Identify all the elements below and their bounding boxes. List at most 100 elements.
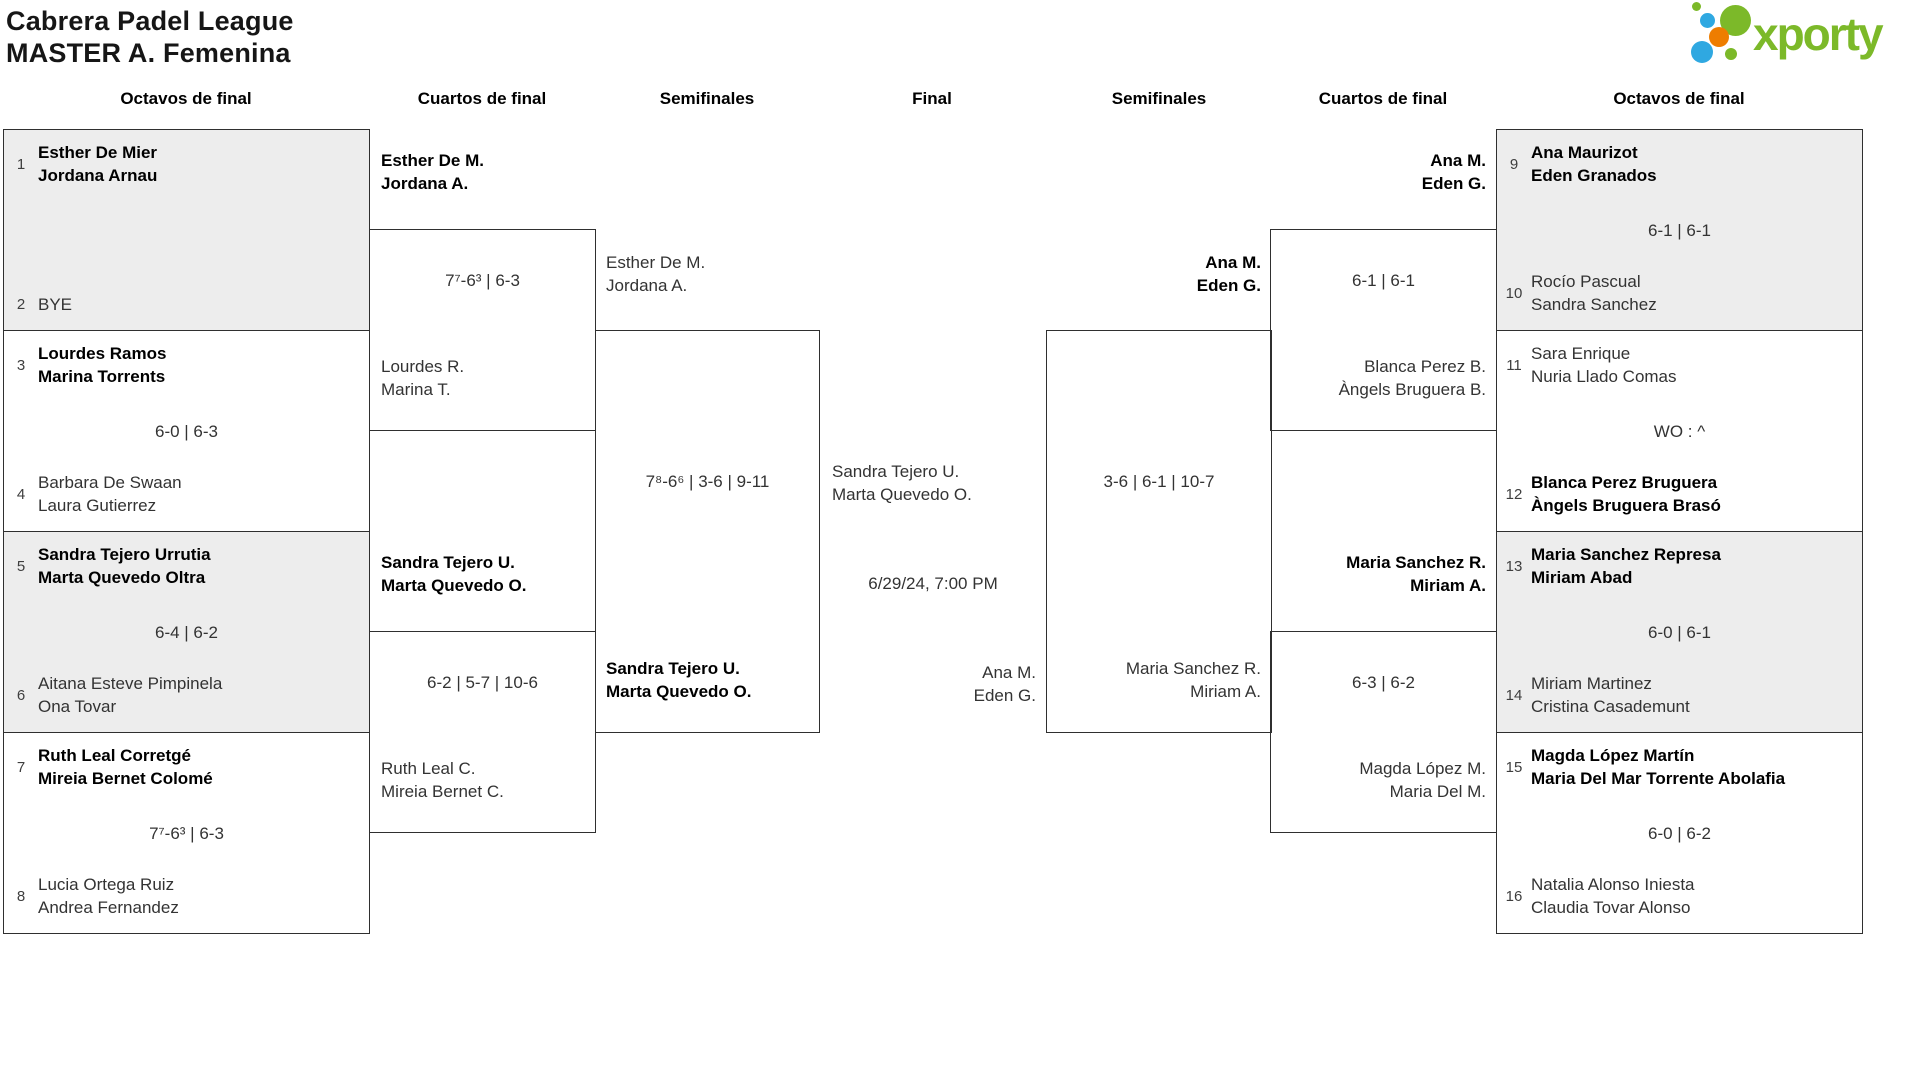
team-entry: Magda López M. Maria Del M. bbox=[1271, 757, 1486, 803]
team-name-line: Blanca Perez Bruguera bbox=[1531, 473, 1718, 492]
match-score: 6-4 | 6-2 bbox=[154, 623, 218, 642]
team-name-line: Lourdes Ramos bbox=[38, 344, 167, 363]
team-entry: Esther De M. Jordana A. bbox=[606, 251, 705, 297]
team-name-line: Andrea Fernandez bbox=[38, 898, 179, 917]
match-score: 3-6 | 6-1 | 10-7 bbox=[1103, 472, 1215, 491]
seed-number: 6 bbox=[16, 686, 26, 704]
logo-dot-orange bbox=[1709, 27, 1729, 47]
seed-number: 9 bbox=[1509, 155, 1519, 173]
seed-number: 10 bbox=[1505, 284, 1523, 302]
team-name-line: Ana M. bbox=[1205, 253, 1261, 272]
tournament-name: Cabrera Padel League bbox=[6, 6, 294, 36]
match-score: 7⁷-6³ | 6-3 bbox=[445, 271, 520, 290]
seed-number: 2 bbox=[16, 296, 26, 313]
team-name-line: Aitana Esteve Pimpinela bbox=[38, 674, 223, 693]
match-box-cuartos-right-1 bbox=[1270, 229, 1497, 431]
round-header-cuartos-left: Cuartos de final bbox=[417, 89, 547, 108]
team-name-line: Esther De Mier bbox=[38, 143, 158, 162]
team-name-line: Sandra Tejero Urrutia bbox=[38, 545, 211, 564]
seed-number: 7 bbox=[16, 758, 26, 776]
team-entry: Esther De M. Jordana A. bbox=[381, 149, 484, 195]
team-entry: Ruth Leal C. Mireia Bernet C. bbox=[381, 757, 504, 803]
team-name-line: Miriam Martinez bbox=[1531, 674, 1652, 693]
team-name-line: Maria Del M. bbox=[1389, 782, 1486, 801]
seed-number: 13 bbox=[1505, 557, 1523, 575]
team-name-line: Marta Quevedo O. bbox=[381, 576, 527, 595]
logo-dot-green-tiny bbox=[1692, 2, 1701, 11]
team-name-line: Mireia Bernet Colomé bbox=[38, 769, 213, 788]
team-name-line: Sandra Tejero U. bbox=[381, 553, 515, 572]
team-name-line: Lucia Ortega Ruiz bbox=[38, 875, 175, 894]
team-name-line: Blanca Perez B. bbox=[1364, 357, 1486, 376]
team-entry: 2 BYE bbox=[10, 293, 363, 316]
team-name-line: Maria Del Mar Torrente Abolafia bbox=[1531, 769, 1786, 788]
team-name-line: Sandra Tejero U. bbox=[832, 462, 960, 481]
seed-number: 8 bbox=[16, 887, 26, 905]
match-score: 6-0 | 6-3 bbox=[154, 422, 218, 441]
team-name-line: Àngels Bruguera Brasó bbox=[1531, 496, 1721, 515]
team-name-line: Magda López M. bbox=[1359, 759, 1486, 778]
round-header-cuartos-right: Cuartos de final bbox=[1318, 89, 1448, 108]
team-name-line: Àngels Bruguera B. bbox=[1338, 380, 1486, 399]
team-name-line: Natalia Alonso Iniesta bbox=[1531, 875, 1695, 894]
team-name-line: Sandra Tejero U. bbox=[606, 659, 740, 678]
team-entry: Lourdes R. Marina T. bbox=[381, 355, 464, 401]
team-name-line: Ruth Leal C. bbox=[381, 759, 476, 778]
category-name: MASTER A. Femenina bbox=[6, 38, 291, 68]
team-name-line: Jordana A. bbox=[381, 174, 469, 193]
team-name-line: Miriam Abad bbox=[1531, 568, 1633, 587]
seed-number: 16 bbox=[1505, 887, 1523, 905]
team-entry: Sandra Tejero U. Marta Quevedo O. bbox=[606, 657, 751, 703]
match-score: 7⁷-6³ | 6-3 bbox=[149, 824, 224, 843]
final-date: 6/29/24, 7:00 PM bbox=[868, 574, 998, 593]
team-name-line: Ruth Leal Corretgé bbox=[38, 746, 192, 765]
team-entry: Blanca Perez B. Àngels Bruguera B. bbox=[1271, 355, 1486, 401]
match-score: 6-3 | 6-2 bbox=[1351, 673, 1415, 692]
logo-dot-green-small bbox=[1725, 48, 1737, 60]
team-name-line: Miriam A. bbox=[1190, 682, 1261, 701]
round-header-final: Final bbox=[912, 89, 952, 108]
team-name-line: Ana M. bbox=[982, 663, 1036, 682]
match-box-semifinal-left bbox=[595, 330, 820, 733]
team-name-line: Eden G. bbox=[1421, 174, 1486, 193]
seed-number: 11 bbox=[1506, 356, 1522, 374]
logo-wordmark: xporty bbox=[1753, 8, 1884, 60]
team-name-line: Rocío Pascual bbox=[1531, 272, 1641, 291]
team-entry: Ana M. Eden G. bbox=[1046, 251, 1261, 297]
page-title: Cabrera Padel League MASTER A. Femenina bbox=[6, 5, 294, 69]
team-name-line: Eden Granados bbox=[1531, 166, 1657, 185]
xporty-logo[interactable] bbox=[1688, 2, 1918, 64]
team-name-line: Eden G. bbox=[973, 686, 1036, 705]
match-score: 6-0 | 6-1 bbox=[1647, 623, 1711, 642]
round-header-semis-right: Semifinales bbox=[1111, 89, 1207, 108]
team-name-line: Ona Tovar bbox=[38, 697, 117, 716]
team-name-line: Claudia Tovar Alonso bbox=[1531, 898, 1691, 917]
round-header-octavos-left: Octavos de final bbox=[120, 89, 252, 108]
team-entry: Maria Sanchez R. Miriam A. bbox=[1046, 657, 1261, 703]
final-team-bottom: Ana M. Eden G. bbox=[821, 661, 1036, 707]
team-name-line: Esther De M. bbox=[606, 253, 706, 272]
seed-number: 1 bbox=[16, 155, 26, 173]
round-header-semis-left: Semifinales bbox=[659, 89, 755, 108]
team-name-line: Lourdes R. bbox=[381, 357, 465, 376]
seed-number: 3 bbox=[16, 356, 26, 374]
team-name-line: Marta Quevedo Oltra bbox=[38, 568, 206, 587]
team-entry: Ana M. Eden G. bbox=[1271, 149, 1486, 195]
team-name-line: Maria Sanchez R. bbox=[1346, 553, 1486, 572]
seed-number: 12 bbox=[1505, 485, 1523, 503]
